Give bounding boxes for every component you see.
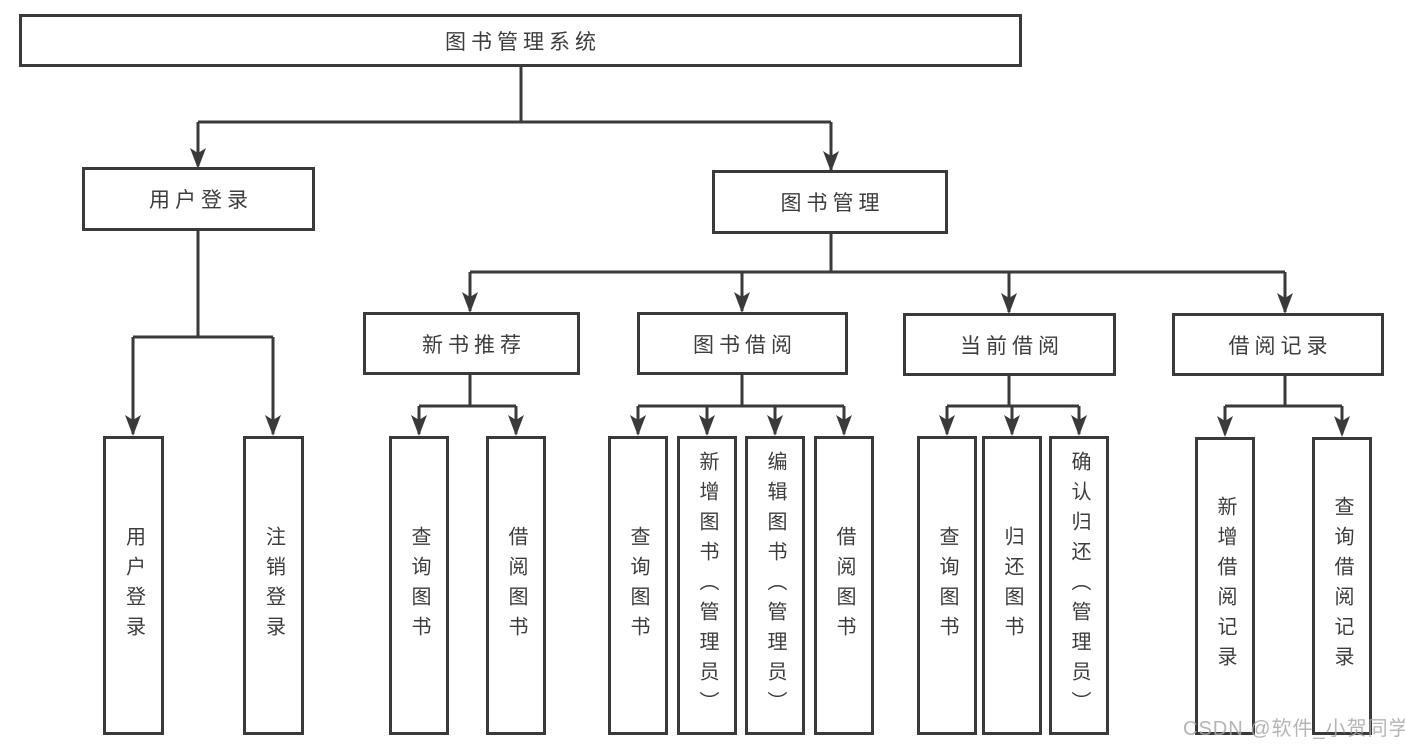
leaf-add-borrow-record: 新增借阅记录 bbox=[1195, 437, 1255, 735]
arrowhead-icon bbox=[939, 415, 955, 436]
leaf-return-books: 归还图书 bbox=[982, 436, 1042, 735]
node-book-management: 图书管理 bbox=[712, 170, 948, 234]
leaf-confirm-return-admin: 确认归还（管理员） bbox=[1049, 436, 1109, 735]
arrowhead-icon bbox=[1071, 415, 1087, 436]
leaf-borrow-books-borrowing: 借阅图书 bbox=[814, 436, 874, 735]
leaf-add-books-admin: 新增图书（管理员） bbox=[677, 436, 737, 735]
arrowhead-icon bbox=[1004, 415, 1020, 436]
arrowhead-icon bbox=[265, 415, 281, 436]
leaf-query-books-borrowing: 查询图书 bbox=[608, 436, 668, 735]
leaf-logout: 注销登录 bbox=[243, 436, 304, 735]
arrowhead-icon bbox=[1277, 293, 1293, 314]
arrowhead-icon bbox=[125, 415, 141, 436]
node-new-book-recommend: 新书推荐 bbox=[363, 312, 580, 375]
arrowhead-icon bbox=[699, 415, 715, 436]
arrowhead-icon bbox=[1217, 416, 1233, 437]
arrowhead-icon bbox=[836, 415, 852, 436]
arrowhead-icon bbox=[411, 415, 427, 436]
leaf-user-login: 用户登录 bbox=[103, 436, 164, 735]
node-root: 图书管理系统 bbox=[19, 14, 1022, 67]
csdn-watermark: CSDN @软件_小贺同学 bbox=[1183, 718, 1405, 740]
leaf-borrow-books-recommend: 借阅图书 bbox=[486, 436, 546, 735]
node-current-borrowing: 当前借阅 bbox=[903, 313, 1116, 376]
leaf-query-books-recommend: 查询图书 bbox=[389, 436, 449, 735]
arrowhead-icon bbox=[190, 148, 206, 169]
arrowhead-icon bbox=[1001, 293, 1017, 314]
leaf-query-borrow-record: 查询借阅记录 bbox=[1312, 437, 1372, 735]
leaf-query-books-current: 查询图书 bbox=[917, 436, 977, 735]
arrowhead-icon bbox=[1334, 416, 1350, 437]
arrowhead-icon bbox=[767, 415, 783, 436]
connector-lines bbox=[131, 66, 1344, 434]
arrowhead-icon bbox=[734, 292, 750, 313]
node-user-login: 用户登录 bbox=[82, 167, 315, 231]
leaf-edit-books-admin: 编辑图书（管理员） bbox=[745, 436, 805, 735]
arrowhead-icon bbox=[630, 415, 646, 436]
node-book-borrowing: 图书借阅 bbox=[637, 312, 848, 375]
arrowhead-icon bbox=[823, 151, 839, 172]
node-borrow-records: 借阅记录 bbox=[1172, 313, 1384, 376]
arrowhead-icon bbox=[462, 292, 478, 313]
arrowhead-icon bbox=[508, 415, 524, 436]
